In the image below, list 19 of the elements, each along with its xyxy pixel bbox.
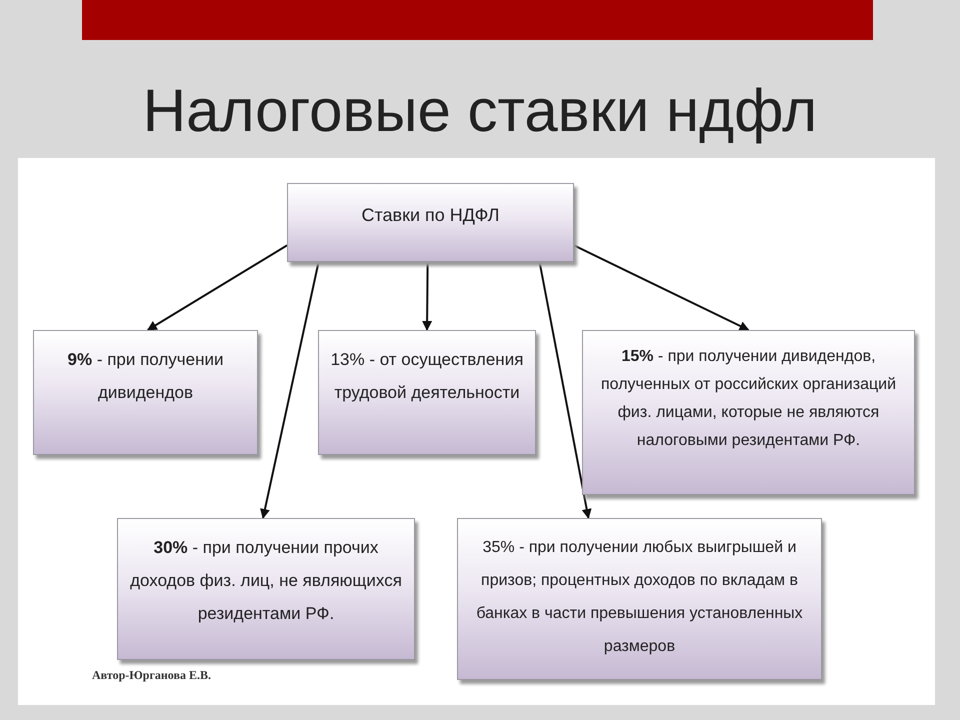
node-text: 35% - при получении любых выигрышей и призов; процентных доходов по вкладам в банках в части превышения установленных размеров xyxy=(475,538,804,657)
rate-box xyxy=(582,330,915,495)
node-text: Ставки по НДФЛ xyxy=(362,204,500,227)
rate-box xyxy=(287,183,574,262)
node-text: 15% - при получении дивидендов, полученных от российских организаций физ. лицами, которые не являются налоговыми резидентами РФ. xyxy=(600,347,897,451)
rate-box xyxy=(33,330,258,455)
node-text: 30% - при получении прочих доходов физ. лиц, не являющихся резидентами РФ. xyxy=(129,537,403,625)
node-text: 13% - от осуществления трудовой деятельности xyxy=(330,349,524,404)
node-text: 9% - при получении дивидендов xyxy=(66,349,224,404)
slide-title: Налоговые ставки ндфл xyxy=(142,76,818,146)
rate-box xyxy=(318,330,536,455)
arrow xyxy=(146,244,288,331)
author-note: Автор-Юрганова Е.В. xyxy=(92,668,211,683)
arrow xyxy=(538,262,592,519)
rate-box xyxy=(457,518,822,680)
rate-box xyxy=(117,518,415,660)
arrow xyxy=(422,262,432,331)
arrow xyxy=(260,262,320,519)
arrow xyxy=(574,244,750,331)
